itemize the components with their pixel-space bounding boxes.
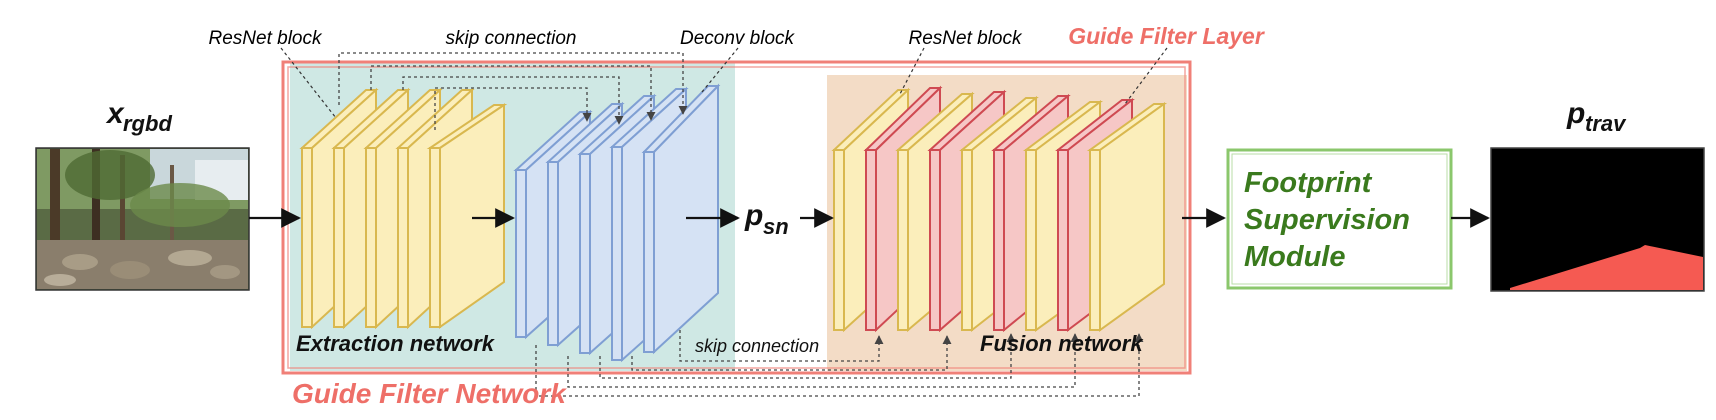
footprint-module-box xyxy=(1226,148,1453,290)
label-skip-connection-top: skip connection xyxy=(446,28,577,49)
label-guide-filter-network: Guide Filter Network xyxy=(292,378,567,409)
label-extraction-network: Extraction network xyxy=(296,331,496,356)
label-skip-connection-bottom: skip connection xyxy=(695,336,819,356)
module-line-3: Module xyxy=(1244,241,1346,273)
psn-symbol: p xyxy=(744,199,763,232)
bottom-skip-connections xyxy=(535,330,1144,397)
fusion-blocks xyxy=(831,85,1168,333)
deconv-blocks xyxy=(513,83,721,363)
symbol-x-rgbd: x rgbd xyxy=(105,97,172,136)
output-mask-ptrav xyxy=(1490,147,1705,292)
module-line-1: Footprint xyxy=(1244,167,1373,199)
x-symbol: x xyxy=(105,97,125,130)
x-subscript: rgbd xyxy=(123,111,172,136)
module-line-2: Supervision xyxy=(1244,204,1410,236)
symbol-p-sn: p sn xyxy=(744,199,789,239)
label-resnet-block-left: ResNet block xyxy=(209,28,323,49)
label-fusion-network: Fusion network xyxy=(980,331,1144,356)
psn-subscript: sn xyxy=(763,214,789,239)
ptrav-symbol: p xyxy=(1566,97,1585,130)
label-deconv-block: Deconv block xyxy=(680,28,796,49)
annotation-leaders xyxy=(280,47,1168,119)
extraction-resnet-blocks xyxy=(299,87,508,330)
label-resnet-block-right: ResNet block xyxy=(909,28,1023,49)
symbol-p-trav: p trav xyxy=(1566,97,1627,136)
ptrav-subscript: trav xyxy=(1585,111,1627,136)
label-guide-filter-layer: Guide Filter Layer xyxy=(1068,23,1265,49)
input-image-xrgbd xyxy=(35,147,250,291)
top-skip-connections xyxy=(338,52,688,130)
